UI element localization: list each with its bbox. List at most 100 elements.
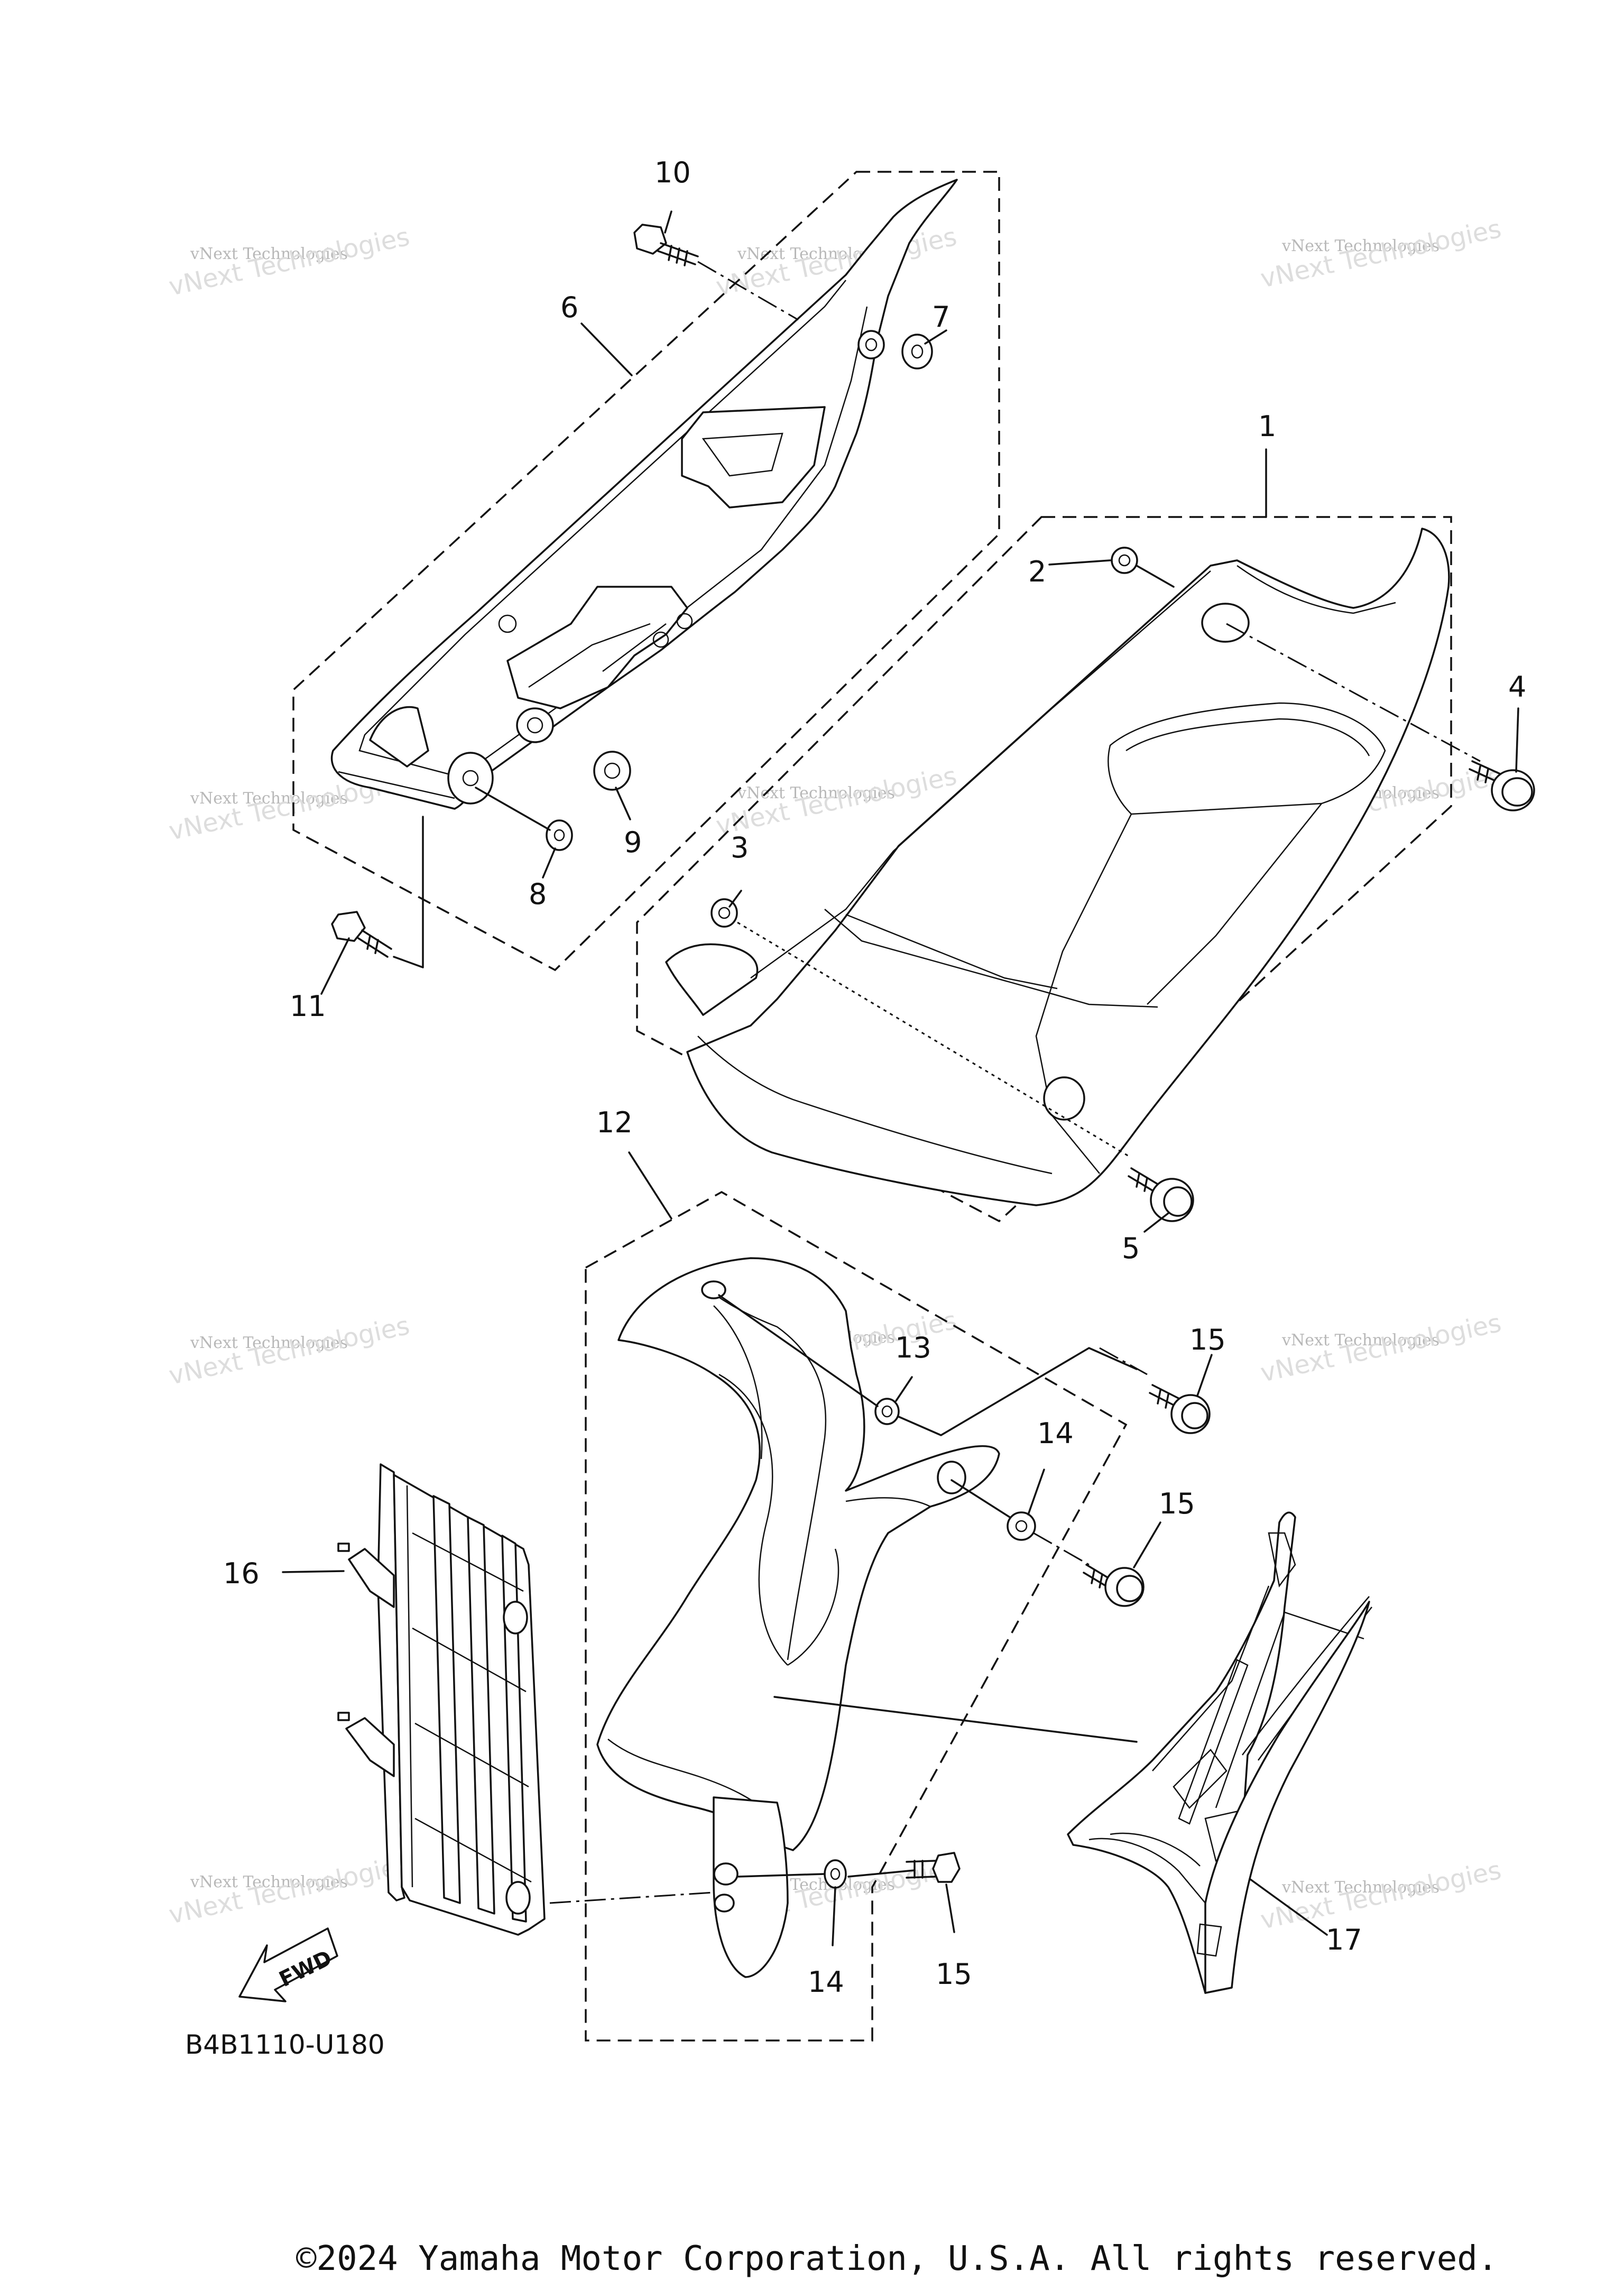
bolt-11 [331,911,392,958]
side-cover-mount-hole [462,770,479,787]
callout-12: 12 [596,1106,633,1139]
side-panel-rib [1147,803,1322,1005]
svg-text:vNext Technologies: vNext Technologies [737,784,895,802]
louver-grommet [503,1601,528,1635]
callout-17: 17 [1326,1923,1362,1956]
side-panel-hole-lower [1043,1076,1085,1121]
bolt-15-upper-line [898,1347,1138,1436]
shroud-scoop [787,1548,839,1666]
bolt-11-leader [393,816,424,968]
side-cover-slot [702,432,783,477]
grommet-14-upper-line [951,1479,1011,1518]
assembly-6-side-cover [292,171,1000,972]
svg-text:vNext Technologies: vNext Technologies [190,245,348,263]
side-panel-window-inner [1125,718,1370,756]
side-cover-tab-line [338,771,455,799]
grommet-13-line [718,1294,879,1407]
side-cover-fastener-hole [652,631,669,648]
side-panel-rib [1237,565,1396,614]
assembly-1-side-panel [636,516,1452,1223]
decal-stripe [1268,1532,1296,1587]
grommet-14-lower [824,1859,847,1889]
shroud-inner-contour [718,1373,788,1666]
louver-mount-tab [345,1717,395,1777]
bolt-15-lower [847,1852,961,1883]
louver-mount-tab [348,1548,395,1608]
callout-15-lower: 15 [936,1957,972,1991]
shroud-lower-tab-hole [714,1894,735,1913]
decal-stripe [1110,1832,1201,1867]
bolt-4 [1469,760,1535,811]
side-cover-fastener-hole [676,613,693,630]
assembly-1-boundary [636,516,1452,1223]
shroud-to-decal-line [773,1696,1138,1743]
bolt-15-mid [1083,1564,1145,1607]
louver-frame-inner [406,1485,413,1888]
callout-14-upper: 14 [1037,1417,1074,1450]
grommet-3 [710,898,738,928]
decal-stripe [1173,1749,1228,1809]
assembly-12-boundary [585,1190,1128,2042]
callout-16: 16 [223,1557,260,1590]
side-cover-rib [528,623,651,688]
callout-9: 9 [624,826,642,859]
side-panel-crease [845,913,1058,990]
bolt-10 [633,224,699,266]
side-cover-rib [602,623,667,672]
grommet-13 [874,1398,900,1425]
watermark: vNext Technologies vNext Technologies [1258,214,1503,294]
callout-11: 11 [290,990,326,1023]
callout-14-lower: 14 [808,1965,844,1999]
side-cover-grommet-upper [857,330,885,359]
decal-stripe [1152,1585,1270,1771]
watermark: vNext Technologies vNext Technologies [1258,1308,1503,1388]
callout-1: 1 [1258,410,1276,443]
svg-text:vNext Technologies: vNext Technologies [1281,237,1440,255]
decal-badge [1196,1923,1222,1957]
louver-pin [337,1712,350,1721]
decal-stripe [1215,1611,1364,1808]
decal-rear-panel [1204,1601,1370,1994]
bolt-15-mid-line [1033,1532,1090,1566]
callout-numbers: 1 2 3 4 5 6 7 8 9 10 11 12 13 14 14 15 1… [223,156,1526,1999]
shroud-part [596,1257,1000,1851]
side-cover-grommet-lower [516,707,554,743]
side-cover-grommet-upper-hole [865,338,878,352]
bolt-5 [1128,1167,1194,1222]
louver-fin [501,1535,527,1923]
fwd-arrow-icon: FWD [238,1927,338,2002]
side-cover-part [330,179,958,810]
shroud-hole-side [937,1461,966,1494]
watermark: vNext Technologies vNext Technologies [166,222,412,302]
callout-15-upper: 15 [1189,1323,1226,1356]
watermark: vNext Technologies vNext Technologies [166,1850,412,1930]
side-panel-part [686,528,1450,1206]
bolt-15-upper [1149,1384,1211,1434]
side-panel-window [1108,702,1386,815]
side-panel-rib [1035,814,1132,1174]
grommet-14-lower-line [736,1873,826,1878]
louver-pin [337,1543,350,1552]
svg-text:vNext Technologies: vNext Technologies [1281,1878,1440,1897]
louver-slat [412,1532,532,1883]
callout-6: 6 [560,291,578,324]
shroud-inner-contour [713,1305,763,1460]
watermark: vNext Technologies vNext Technologies [1258,1855,1503,1935]
assembly-12-shroud [585,1190,1128,2042]
side-cover-mount-tab [447,752,494,805]
watermark: vNext Technologies vNext Technologies [166,1311,412,1391]
washer-7 [901,334,933,370]
callout-8: 8 [529,878,547,911]
callout-5: 5 [1122,1232,1140,1265]
washer-8 [546,819,573,851]
callout-7: 7 [932,300,950,334]
callout-3: 3 [731,831,749,864]
decal-stripe [1088,1837,1206,1904]
copyright-notice: ©2024 Yamaha Motor Corporation, U.S.A. A… [296,2239,1498,2278]
leader-lines [320,210,1519,1946]
side-panel-crease [824,909,1158,1008]
callout-13: 13 [895,1331,931,1364]
louver-grommet [505,1881,531,1915]
collar-9 [593,751,631,791]
